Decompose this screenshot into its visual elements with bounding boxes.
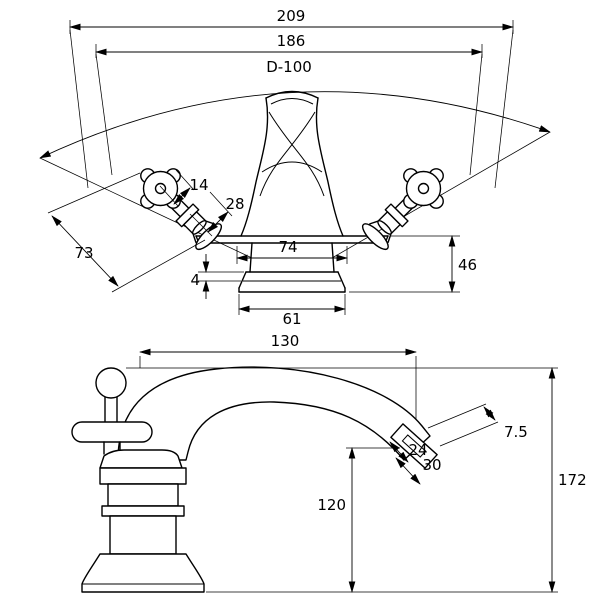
dim-body-height-label: 46 — [458, 256, 477, 274]
dim-overall-height: 172 — [126, 367, 587, 593]
dim-base-width: 61 — [238, 294, 346, 328]
dim-outlet-lip-label: 7.5 — [504, 423, 528, 441]
dim-outlet-length-label: 30 — [422, 456, 441, 474]
dim-base-lip: 4 — [190, 254, 244, 299]
dim-tail-centres: 74 — [236, 238, 348, 264]
dim-handle-length-label: 73 — [74, 244, 93, 262]
side-body — [81, 449, 205, 593]
dim-outlet-length: 30 — [395, 456, 442, 485]
dim-outlet-width-label: 24 — [408, 441, 427, 459]
front-view: 209 186 D-100 — [39, 7, 551, 328]
dim-body-height: 46 — [349, 235, 477, 293]
right-handle — [361, 168, 444, 251]
dim-outlet-lip: 7.5 — [427, 403, 528, 447]
side-handle — [71, 367, 153, 455]
dim-hub-width: 14 — [159, 169, 209, 207]
side-view: 130 7.5 24 30 120 17 — [71, 332, 587, 593]
dim-outlet-height-label: 120 — [317, 496, 346, 514]
spout-front — [240, 90, 344, 237]
side-spout — [117, 366, 431, 461]
dim-handle-span: 186 — [95, 32, 483, 58]
dim-overall-width: 209 — [69, 7, 514, 34]
dim-swing-diameter: D-100 — [39, 58, 551, 159]
dim-head-width-label: 28 — [225, 195, 244, 213]
dim-hub-width-label: 14 — [189, 176, 208, 194]
dim-swing-diameter-label: D-100 — [266, 58, 312, 76]
dim-tail-centres-label: 74 — [278, 238, 297, 256]
dim-spout-reach: 130 — [139, 332, 417, 420]
dim-base-lip-label: 4 — [190, 271, 200, 289]
dim-outlet-height: 120 — [317, 447, 400, 593]
dim-base-width-label: 61 — [282, 310, 301, 328]
dim-handle-span-label: 186 — [277, 32, 306, 50]
dim-head-width: 28 — [189, 191, 245, 237]
dim-spout-reach-label: 130 — [271, 332, 300, 350]
dim-handle-length: 73 — [47, 172, 206, 293]
dim-overall-width-label: 209 — [277, 7, 306, 25]
dim-overall-height-label: 172 — [558, 471, 587, 489]
